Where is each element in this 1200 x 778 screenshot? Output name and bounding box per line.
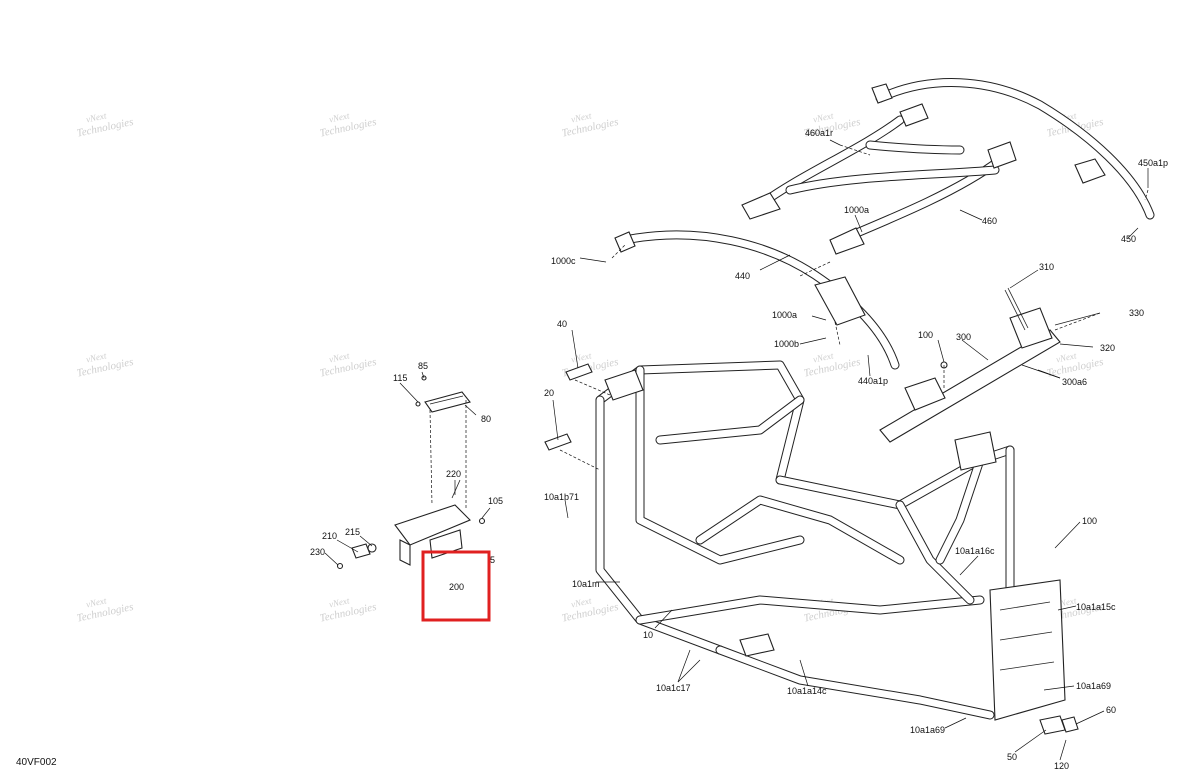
callout-210: 210: [322, 531, 337, 541]
svg-text:vNext: vNext: [812, 350, 835, 364]
mount-200: [336, 479, 486, 570]
callout-labels: 460a1r 450a1p 1000a 460 450 1000c 440 31…: [310, 128, 1168, 771]
svg-text:vNext: vNext: [1055, 350, 1078, 364]
watermark: vNext Technologies: [319, 110, 378, 139]
callout-20: 20: [544, 388, 554, 398]
svg-text:vNext: vNext: [85, 110, 108, 124]
callout-85: 85: [418, 361, 428, 371]
callout-10: 10: [643, 630, 653, 640]
callout-460: 460: [982, 216, 997, 226]
callout-120: 120: [1054, 761, 1069, 771]
callout-450a1p: 450a1p: [1138, 158, 1168, 168]
watermark: vNext Technologies: [76, 350, 135, 379]
watermark: vNext Technologies: [561, 595, 620, 624]
steering-column-300: [879, 287, 1101, 443]
assembly-lines: [429, 144, 1149, 508]
callout-450: 450: [1121, 234, 1136, 244]
callout-330: 330: [1129, 308, 1144, 318]
callout-10a1a16c: 10a1a16c: [955, 546, 995, 556]
callout-440: 440: [735, 271, 750, 281]
svg-text:vNext: vNext: [85, 350, 108, 364]
roof-cross-frame-460: [741, 103, 1017, 255]
callout-300a6: 300a6: [1062, 377, 1087, 387]
callout-80: 80: [481, 414, 491, 424]
watermark: vNext Technologies: [76, 595, 135, 624]
leader-lines: [324, 139, 1149, 761]
svg-text:vNext: vNext: [570, 595, 593, 609]
callout-115: 115: [393, 373, 407, 383]
callout-5: 5: [490, 555, 495, 565]
callout-220: 220: [446, 469, 461, 479]
callout-100-top: 100: [918, 330, 933, 340]
callout-1000a-top: 1000a: [844, 205, 869, 215]
callout-105: 105: [488, 496, 503, 506]
front-roof-tube-440: [614, 230, 900, 370]
callout-40: 40: [557, 319, 567, 329]
callout-10a1m: 10a1m: [572, 579, 600, 589]
callout-300: 300: [956, 332, 971, 342]
callout-1000a-mid: 1000a: [772, 310, 797, 320]
svg-text:vNext: vNext: [812, 110, 835, 124]
svg-text:vNext: vNext: [328, 595, 351, 609]
callout-215: 215: [345, 527, 360, 537]
svg-text:vNext: vNext: [328, 110, 351, 124]
svg-text:vNext: vNext: [328, 350, 351, 364]
watermark: vNext Technologies: [561, 110, 620, 139]
callout-230: 230: [310, 547, 325, 557]
callout-1000c: 1000c: [551, 256, 576, 266]
roof-rear-tube-450: [871, 78, 1155, 220]
svg-text:vNext: vNext: [570, 110, 593, 124]
callout-10a1c17: 10a1c17: [656, 683, 691, 693]
bracket-20: [544, 433, 572, 451]
diagram-code: 40VF002: [16, 757, 57, 768]
watermark: vNext Technologies: [319, 595, 378, 624]
callout-10a1a69-bottom: 10a1a69: [910, 725, 945, 735]
highlight-box: [421, 550, 491, 622]
callout-460a1r: 460a1r: [805, 128, 833, 138]
callout-10a1a14c: 10a1a14c: [787, 686, 827, 696]
watermark: vNext Technologies: [803, 350, 862, 379]
callout-1000b: 1000b: [774, 339, 799, 349]
callout-200: 200: [449, 582, 464, 592]
svg-text:vNext: vNext: [85, 595, 108, 609]
callout-310: 310: [1039, 262, 1054, 272]
callout-10a1a15c: 10a1a15c: [1076, 602, 1116, 612]
callout-50: 50: [1007, 752, 1017, 762]
bracket-80: [415, 375, 471, 413]
watermark: vNext Technologies: [1046, 350, 1105, 379]
watermark: vNext Technologies: [76, 110, 135, 139]
callout-320: 320: [1100, 343, 1115, 353]
callout-440a1p: 440a1p: [858, 376, 888, 386]
callout-60: 60: [1106, 705, 1116, 715]
bracket-40: [565, 363, 593, 381]
callout-10a1b71: 10a1b71: [544, 492, 579, 502]
callout-100-right: 100: [1082, 516, 1097, 526]
watermark: vNext Technologies: [319, 350, 378, 379]
main-chassis-frame-10: [595, 360, 1079, 735]
callout-10a1a69-right: 10a1a69: [1076, 681, 1111, 691]
